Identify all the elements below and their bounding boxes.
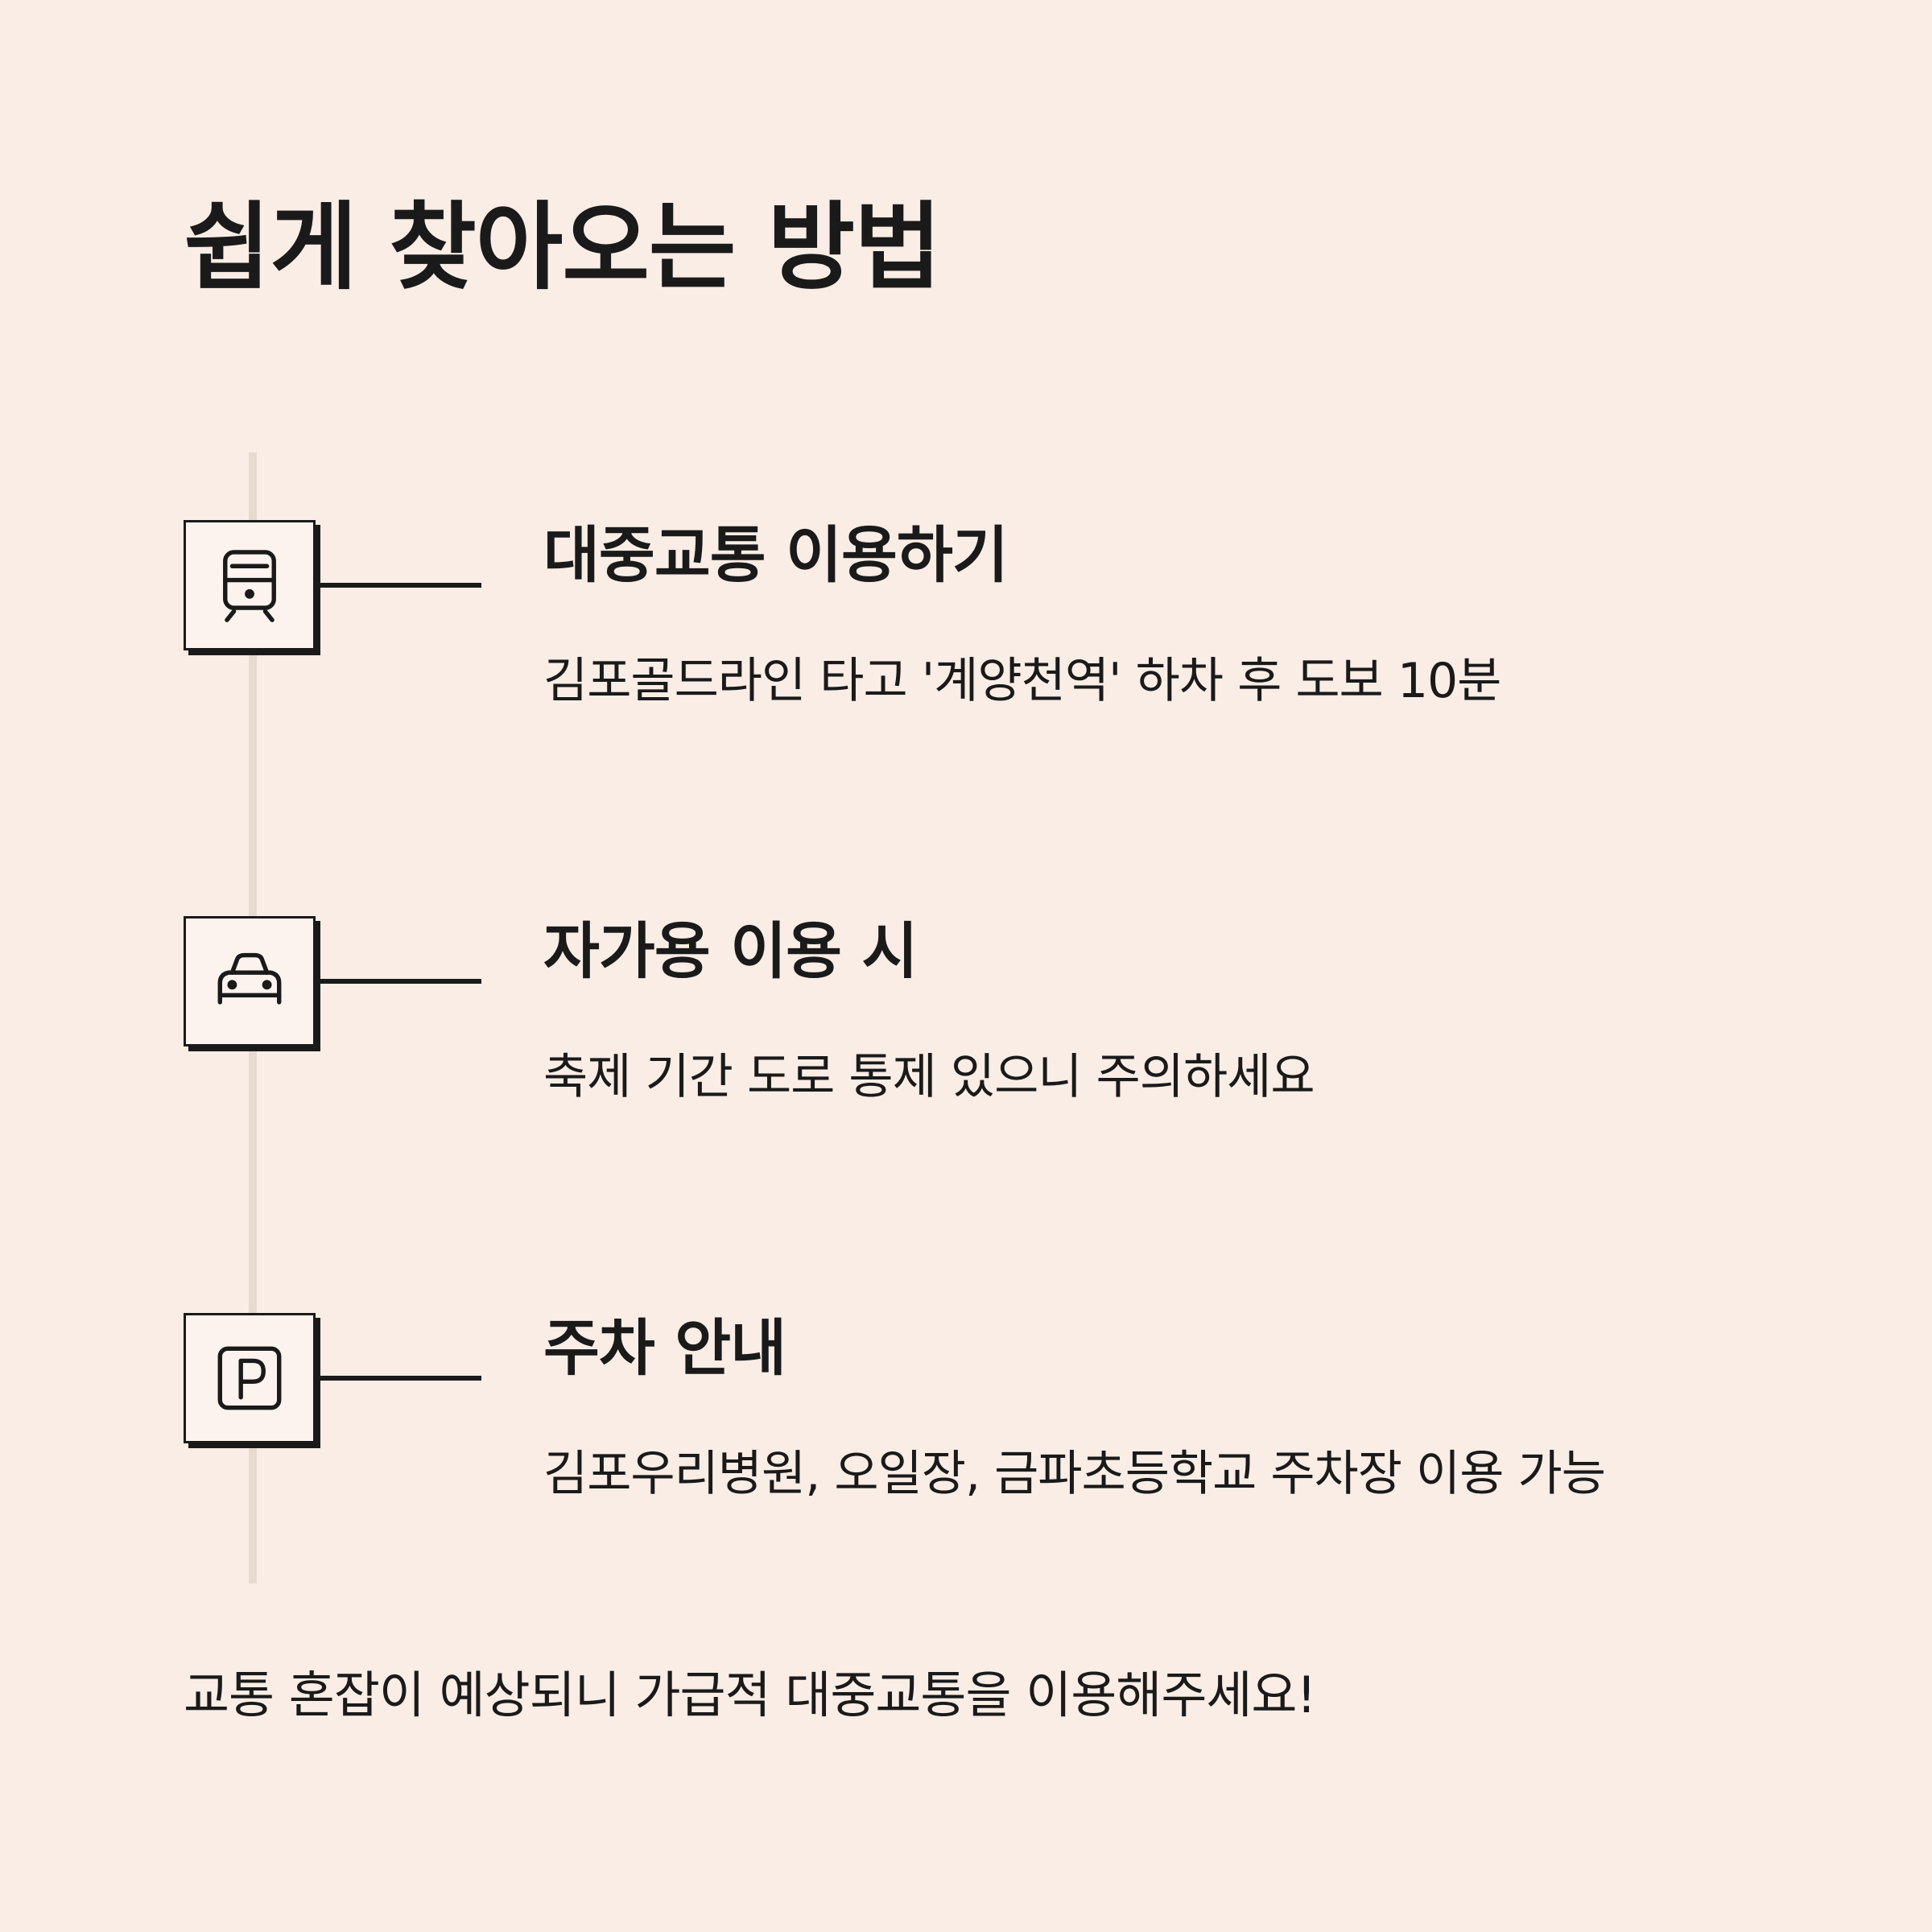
item-description: 축제 기간 도로 통제 있으니 주의하세요 (543, 1049, 1315, 1105)
car-icon (184, 916, 316, 1046)
transport-item-public: 대중교통 이용하기 김포골드라인 타고 '계양천역' 하차 후 도보 10분 (0, 519, 1932, 705)
page-title: 쉽게 찾아오는 방법 (184, 192, 942, 303)
train-icon (184, 520, 316, 650)
item-description: 김포골드라인 타고 '계양천역' 하차 후 도보 10분 (543, 653, 1501, 709)
parking-icon (184, 1313, 316, 1443)
connector-line (320, 979, 481, 984)
item-title: 대중교통 이용하기 (543, 519, 1009, 591)
item-description: 김포우리병원, 오일장, 금파초등학교 주차장 이용 가능 (543, 1446, 1606, 1502)
transport-item-parking: 주차 안내 김포우리병원, 오일장, 금파초등학교 주차장 이용 가능 (0, 1312, 1932, 1498)
item-title: 주차 안내 (543, 1312, 786, 1384)
connector-line (320, 1376, 481, 1381)
footer-note: 교통 혼잡이 예상되니 가급적 대중교통을 이용해주세요! (184, 1666, 1316, 1724)
transport-item-car: 자가용 이용 시 축제 기간 도로 통제 있으니 주의하세요 (0, 915, 1932, 1101)
item-title: 자가용 이용 시 (543, 915, 918, 987)
connector-line (320, 583, 481, 588)
